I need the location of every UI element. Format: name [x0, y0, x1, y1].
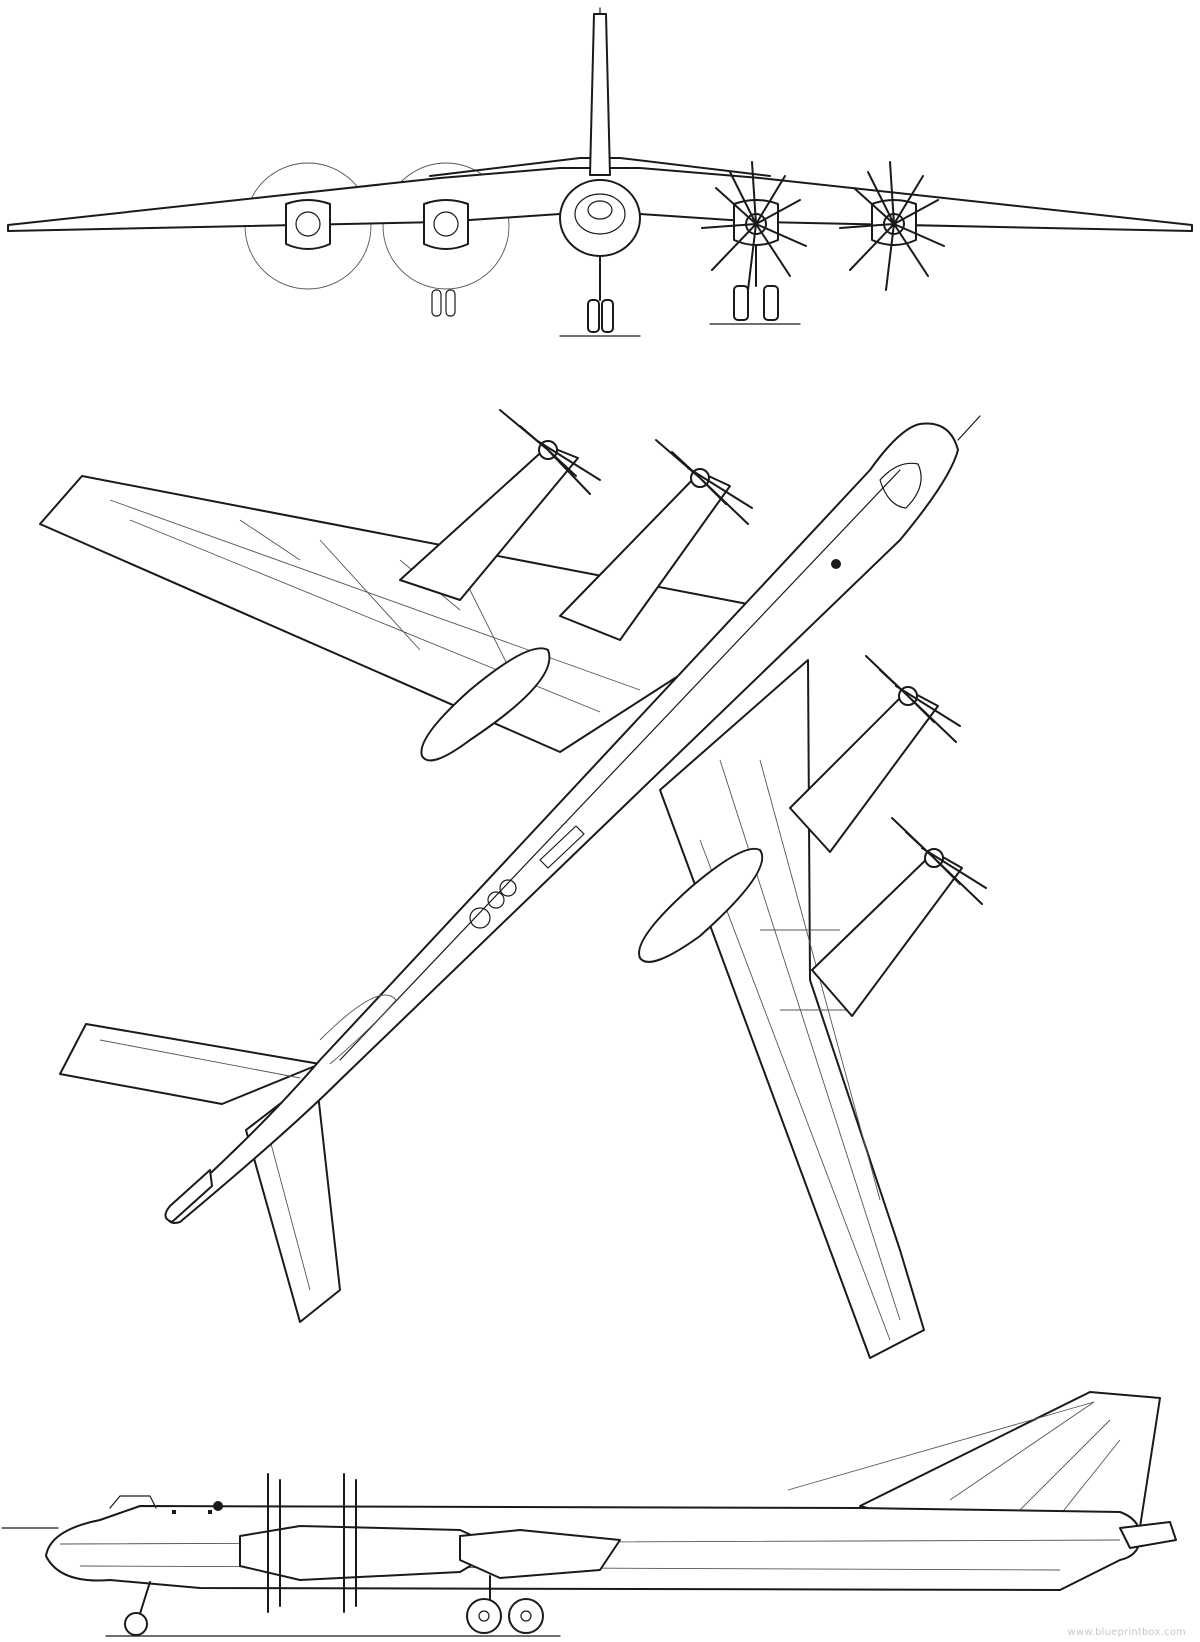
top-nacelles-right-wing — [789, 686, 963, 1017]
front-fuselage — [559, 179, 641, 257]
top-view — [39, 409, 987, 1359]
side-nacelles — [239, 1525, 621, 1581]
front-view — [7, 7, 1193, 337]
front-landing-gear — [431, 245, 801, 337]
side-propellers — [267, 1473, 357, 1613]
top-fuselage-hatches — [469, 825, 585, 929]
front-propeller-right-outer — [839, 161, 945, 291]
side-tail-turret — [1119, 1521, 1177, 1549]
side-view — [1, 1391, 1177, 1637]
top-tailplane-left — [59, 1023, 321, 1105]
front-propeller-right-inner — [701, 161, 807, 291]
top-propellers — [499, 409, 987, 905]
side-landing-gear — [105, 1575, 561, 1637]
propeller-disc-left-inner — [382, 162, 510, 290]
top-drop-tank-left — [420, 647, 551, 762]
watermark: www.blueprintbox.com — [1067, 1627, 1186, 1638]
top-drop-tank-right — [638, 847, 764, 963]
front-vertical-fin — [589, 13, 611, 176]
side-cockpit — [109, 1495, 157, 1509]
top-fuselage — [165, 422, 959, 1224]
top-tail-stinger — [164, 1169, 213, 1223]
top-cockpit-glazing — [879, 462, 922, 509]
top-wing-right — [659, 659, 925, 1359]
